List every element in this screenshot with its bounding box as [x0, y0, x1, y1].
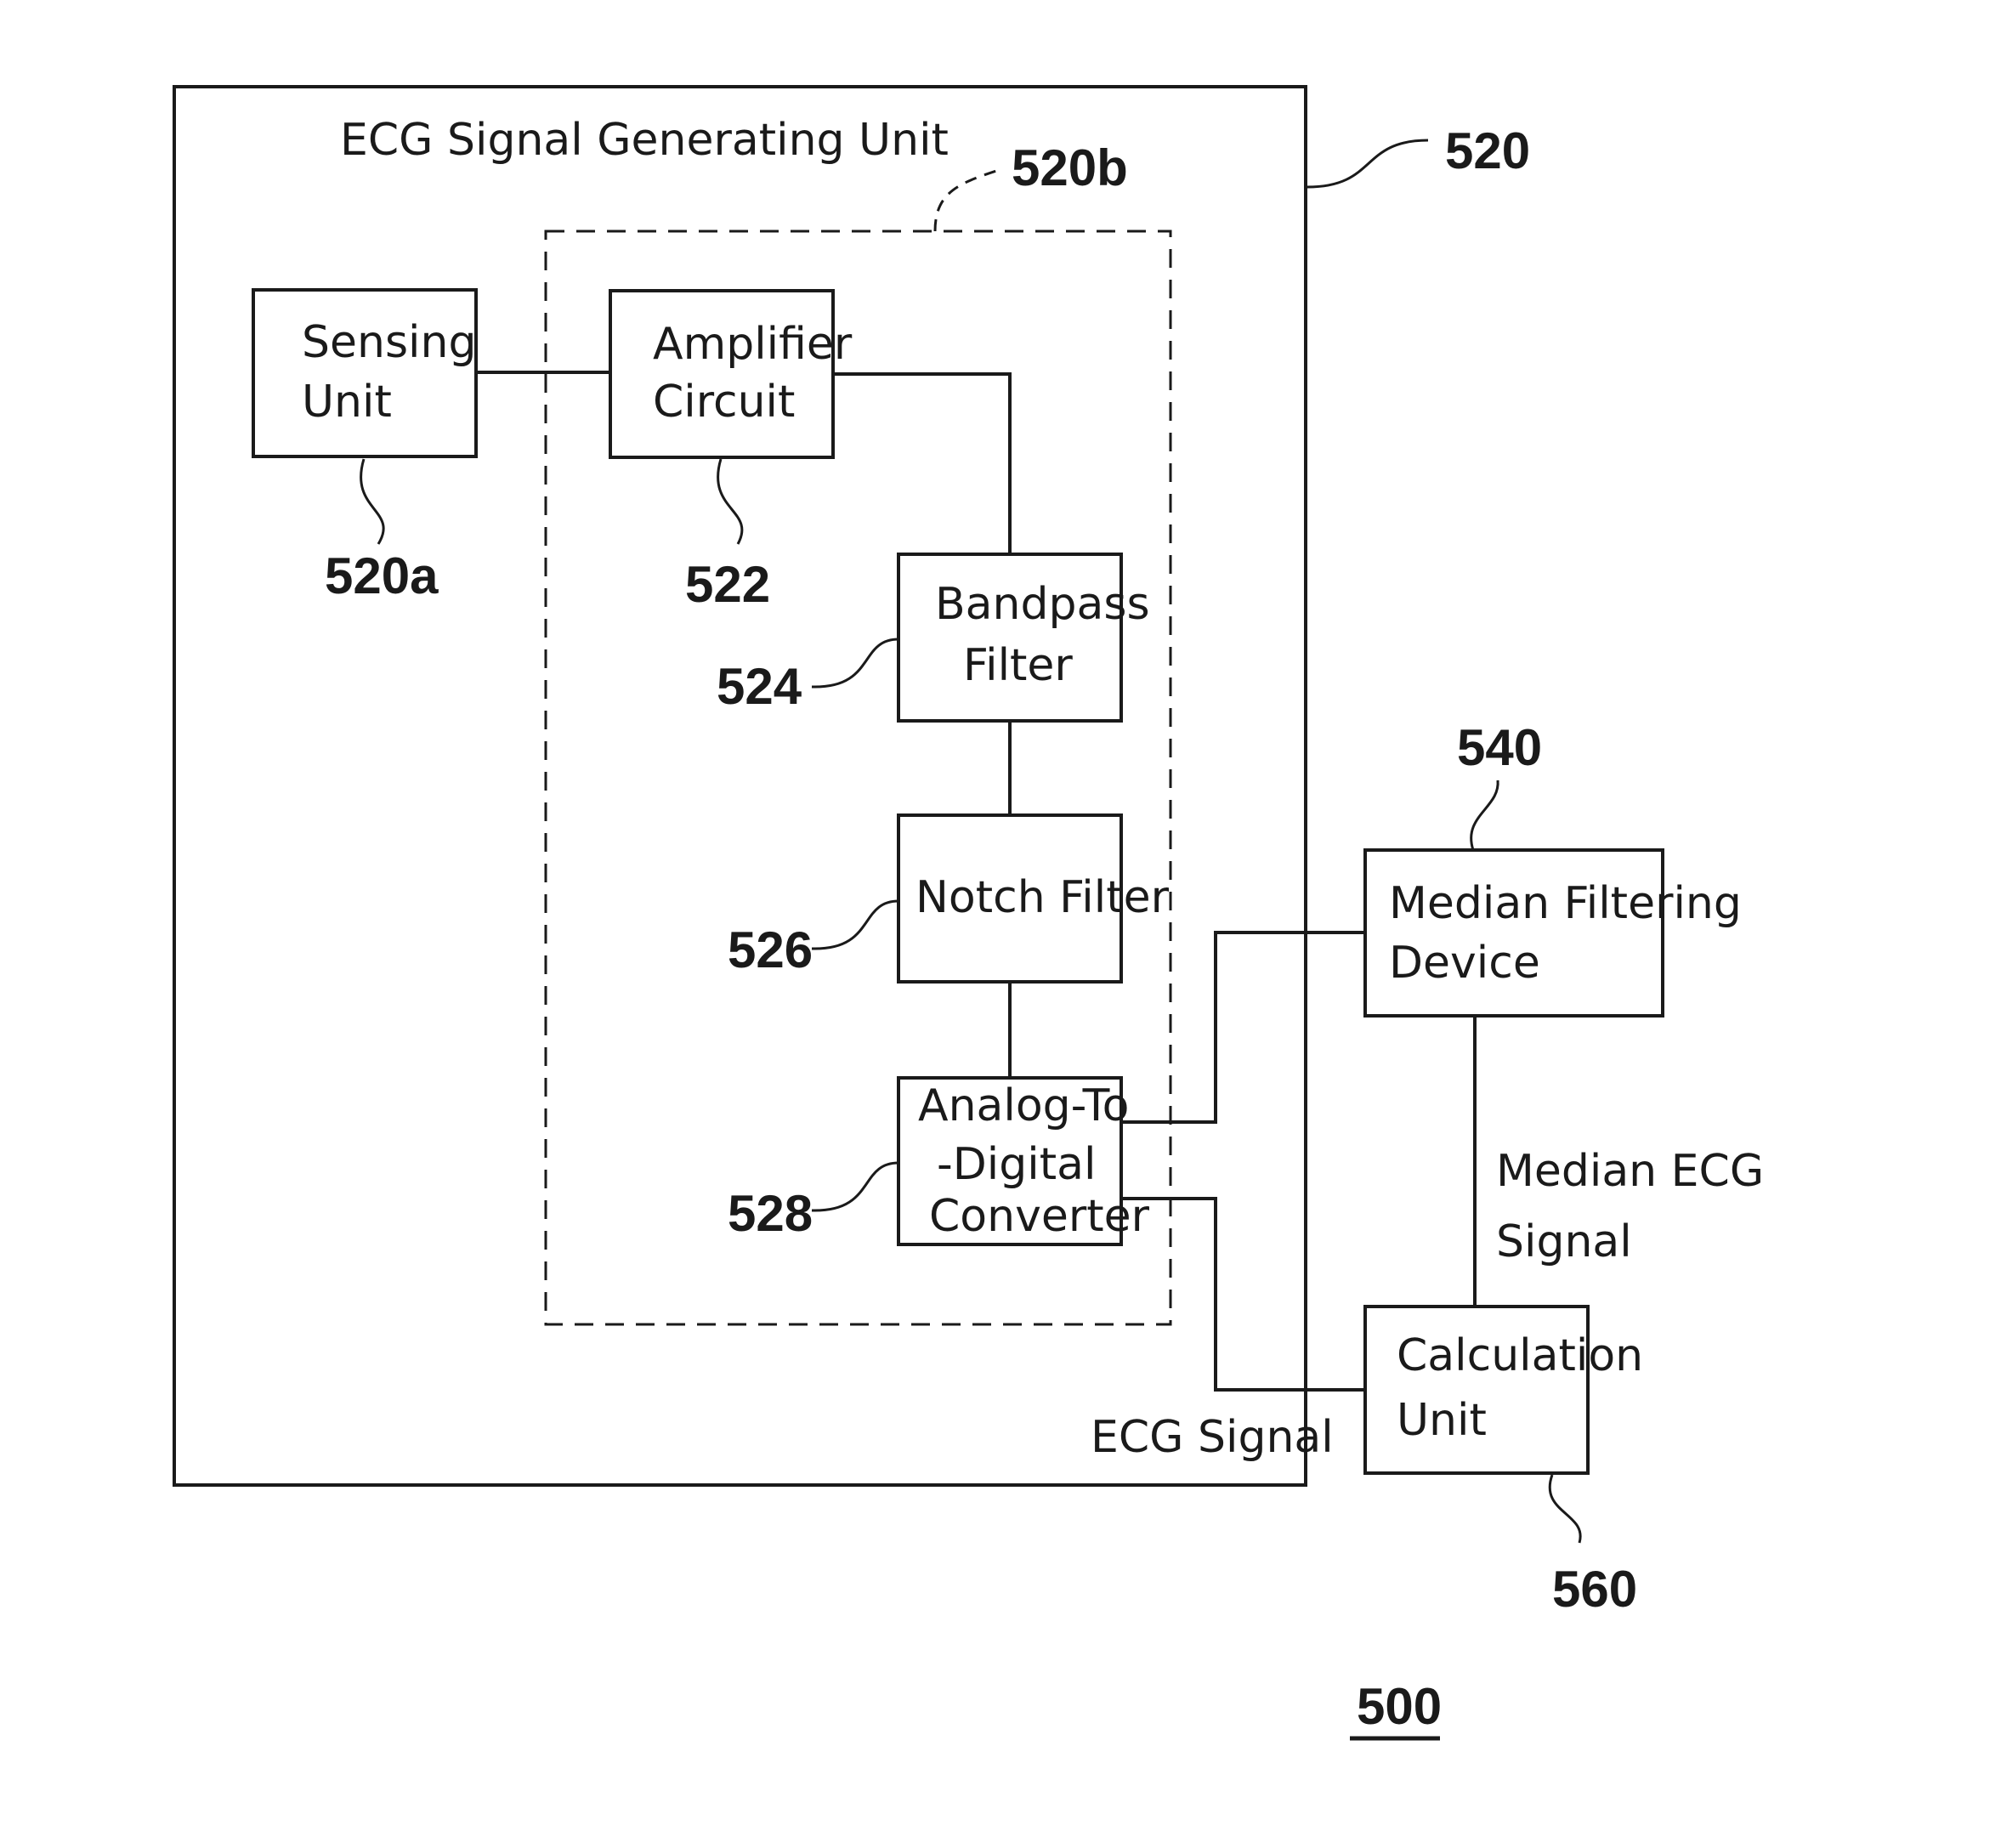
- leader-524: [812, 639, 898, 687]
- leader-526: [812, 901, 898, 949]
- wire-adc-to-calculation: [1121, 1199, 1365, 1390]
- leader-520b: [935, 170, 999, 231]
- figure-ref-500: 500: [1357, 1678, 1442, 1735]
- ref-520: 520: [1445, 122, 1530, 179]
- leader-528: [812, 1163, 898, 1210]
- ref-528: 528: [728, 1185, 813, 1242]
- median-ecg-signal-label-line1: Median ECG: [1496, 1146, 1764, 1197]
- leader-522: [718, 459, 742, 544]
- amplifier-circuit-block: [610, 291, 833, 457]
- median-filtering-device-label-line1: Median Filtering: [1389, 878, 1742, 929]
- wire-amplifier-to-bandpass: [833, 374, 1010, 554]
- wire-adc-to-median: [1121, 933, 1365, 1122]
- median-filtering-device-label-line2: Device: [1389, 938, 1540, 989]
- leader-520: [1307, 140, 1428, 187]
- ref-560: 560: [1552, 1561, 1637, 1618]
- sensing-unit-label-line2: Unit: [302, 377, 392, 428]
- leader-560: [1550, 1475, 1580, 1543]
- median-ecg-signal-label-line2: Signal: [1496, 1216, 1632, 1267]
- sensing-unit-block: [253, 290, 476, 456]
- notch-filter-label: Notch Filter: [915, 872, 1170, 923]
- adc-label-line2: -Digital: [937, 1139, 1096, 1190]
- calculation-unit-label-line1: Calculation: [1397, 1330, 1643, 1381]
- amplifier-circuit-label-line1: Amplifier: [653, 319, 853, 370]
- leader-540: [1471, 780, 1499, 850]
- amplifier-circuit-label-line2: Circuit: [653, 377, 795, 428]
- leader-520a: [361, 459, 384, 544]
- ecg-signal-generating-unit-box: [174, 87, 1306, 1485]
- ref-526: 526: [728, 921, 813, 978]
- ref-520b: 520b: [1012, 139, 1128, 196]
- adc-label-line3: Converter: [929, 1191, 1150, 1242]
- bandpass-filter-label-line2: Filter: [963, 640, 1073, 691]
- median-filtering-device-block: [1365, 850, 1663, 1016]
- ecg-signal-generating-unit-title: ECG Signal Generating Unit: [340, 115, 949, 166]
- calculation-unit-label-line2: Unit: [1397, 1395, 1487, 1446]
- ref-540: 540: [1457, 719, 1542, 776]
- ref-520a: 520a: [325, 547, 439, 604]
- ref-522: 522: [685, 556, 770, 613]
- ref-524: 524: [717, 658, 802, 715]
- ecg-signal-label: ECG Signal: [1091, 1412, 1334, 1463]
- sensing-unit-label-line1: Sensing: [302, 317, 476, 368]
- bandpass-filter-label-line1: Bandpass: [935, 579, 1150, 630]
- adc-label-line1: Analog-To: [918, 1080, 1129, 1131]
